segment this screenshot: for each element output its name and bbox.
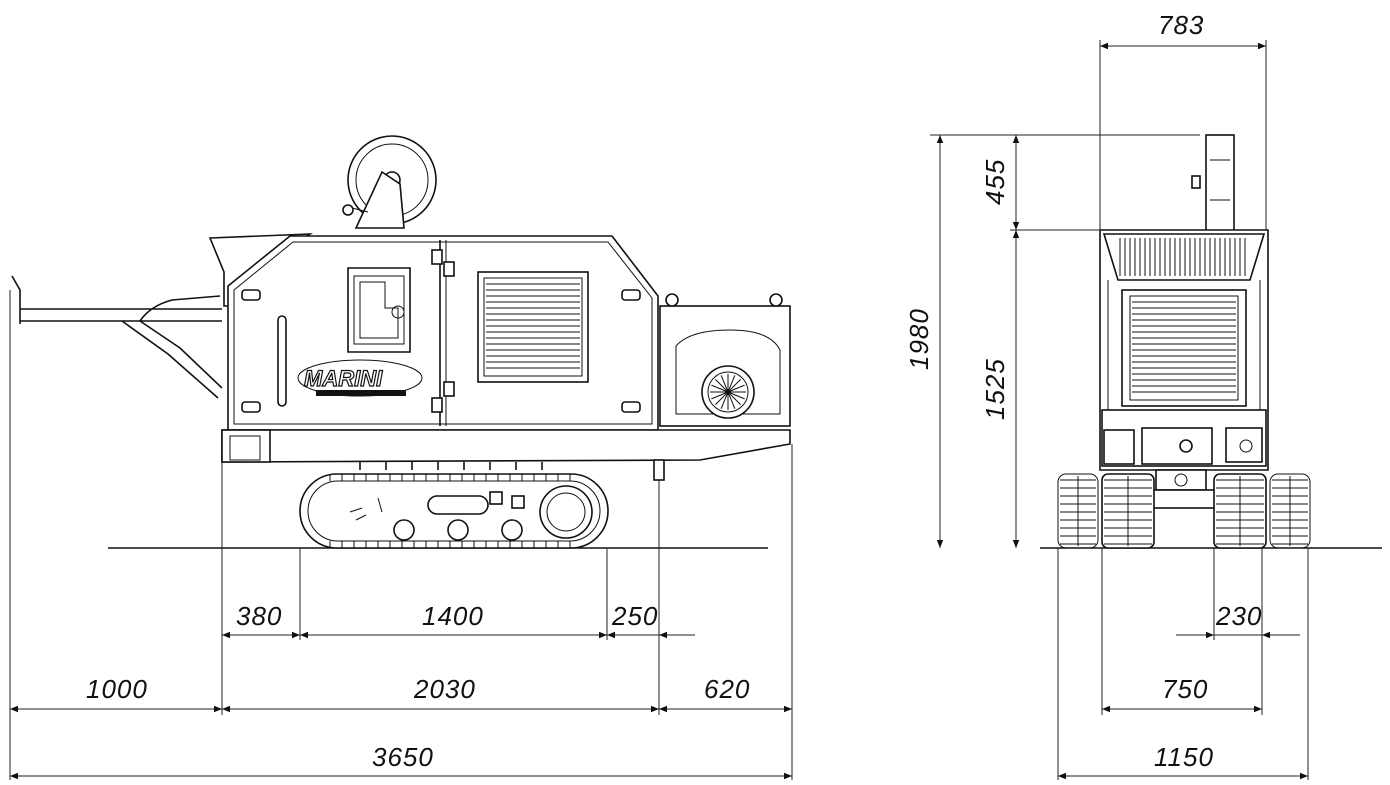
dim-3650: 3650: [372, 742, 434, 772]
side-grille-slats: [486, 283, 580, 369]
side-view: MARINI: [9, 135, 793, 780]
side-dimensions: 380 1400 250 1000 2030 620 3650: [9, 290, 793, 780]
front-view: 783 455 1980 1525 230 750 1150: [904, 10, 1382, 780]
dim-1525: 1525: [980, 358, 1010, 420]
logo-text: MARINI: [304, 366, 383, 391]
track-treads: [329, 474, 571, 548]
front-top-grille: [1119, 238, 1246, 276]
chassis-frame: [221, 429, 791, 481]
engine-fan-lines: [710, 374, 746, 410]
dim-783: 783: [1158, 10, 1204, 40]
dim-250: 250: [611, 601, 658, 631]
dim-750: 750: [1162, 674, 1208, 704]
front-grille-slats: [1132, 301, 1236, 393]
front-tracks: [1057, 473, 1311, 549]
dim-1150: 1150: [1154, 742, 1214, 772]
dim-2030: 2030: [413, 674, 476, 704]
front-track-treads: [1060, 476, 1308, 546]
tow-bar: [11, 275, 223, 399]
hose-reel: [342, 135, 437, 229]
dim-620: 620: [704, 674, 750, 704]
front-dimensions: 783 455 1980 1525 230 750 1150: [904, 10, 1309, 780]
dim-380: 380: [236, 601, 282, 631]
front-undercarriage: [1149, 469, 1217, 509]
chassis-studs: [359, 462, 543, 470]
crawler-track: [299, 473, 609, 549]
dim-1980: 1980: [904, 308, 934, 370]
dim-1000: 1000: [86, 674, 148, 704]
dim-1400: 1400: [422, 601, 484, 631]
dim-455: 455: [980, 159, 1010, 205]
drawing-line: [711, 384, 745, 400]
front-housing: [1099, 229, 1269, 471]
main-housing: [227, 235, 659, 431]
engine-compartment: [659, 293, 791, 427]
brand-logo: MARINI: [297, 359, 423, 397]
dim-230: 230: [1215, 601, 1262, 631]
front-hose-reel: [1191, 134, 1235, 232]
